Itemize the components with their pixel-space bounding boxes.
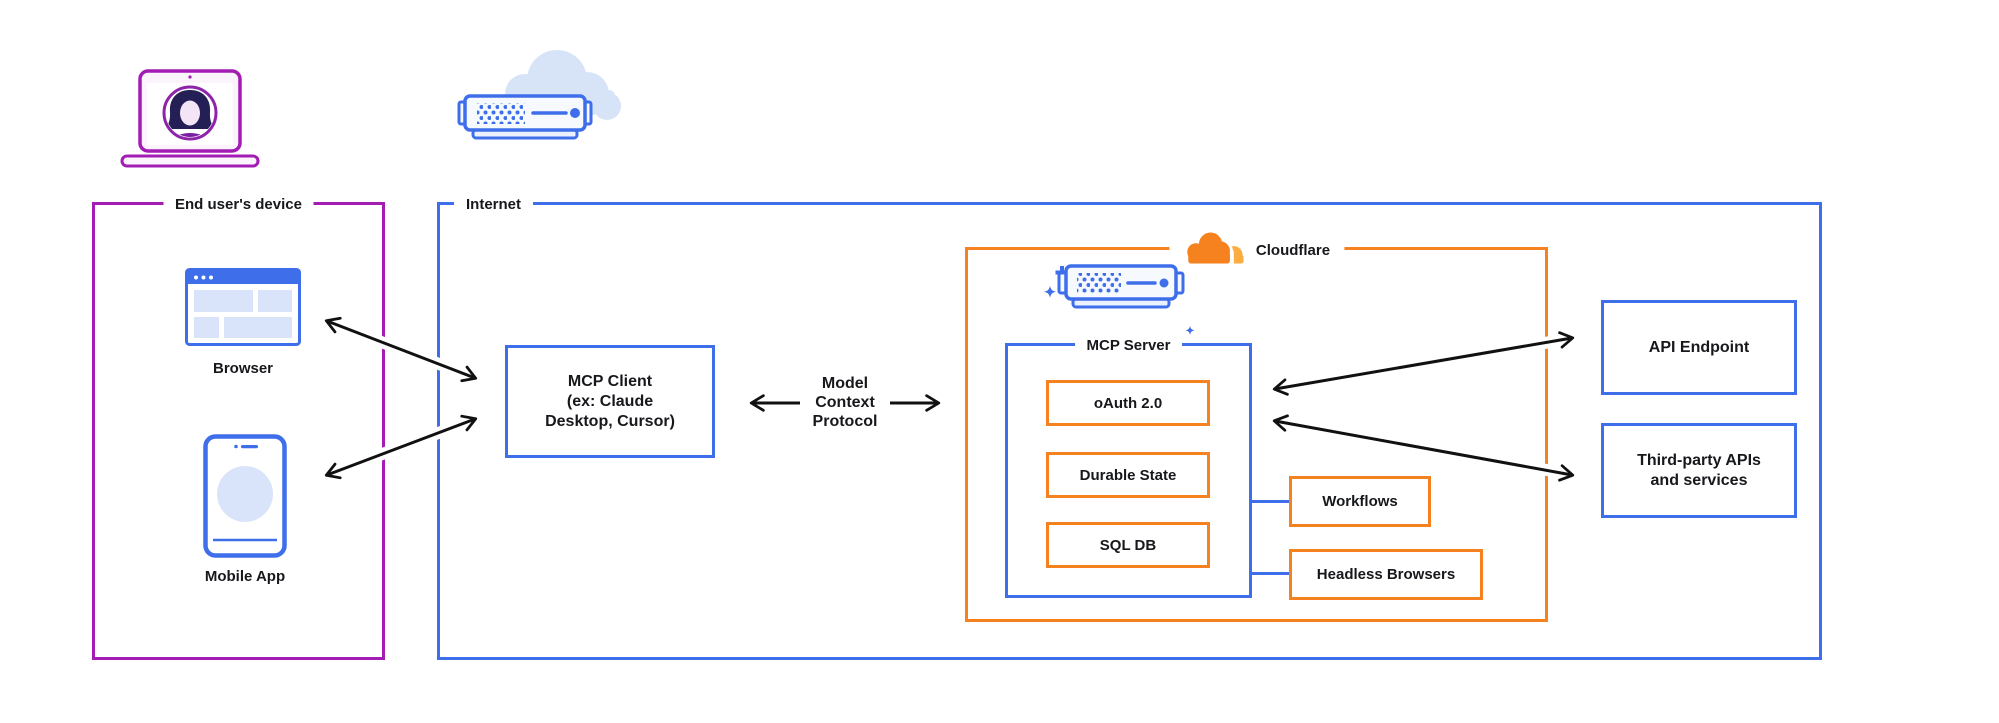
sql-db-label: SQL DB xyxy=(1099,536,1157,554)
api-endpoint-label: API Endpoint xyxy=(1648,338,1750,356)
node-third-party: Third-party APIs and services xyxy=(1601,423,1797,518)
cloud-server-icon xyxy=(435,44,645,156)
node-oauth: oAuth 2.0 xyxy=(1046,380,1210,426)
server-with-sparkles-icon xyxy=(1038,258,1208,344)
mobile-phone-icon xyxy=(203,434,287,558)
node-workflows: Workflows xyxy=(1289,476,1431,527)
group-label-internet: Internet xyxy=(454,194,534,215)
group-label-mcp-server: MCP Server xyxy=(1074,335,1183,356)
node-headless-browsers: Headless Browsers xyxy=(1289,549,1483,600)
cloudflare-header: Cloudflare xyxy=(1168,226,1345,274)
browser-label: Browser xyxy=(212,360,274,377)
node-sql-db: SQL DB xyxy=(1046,522,1210,568)
workflows-label: Workflows xyxy=(1322,493,1398,510)
connector-workflows xyxy=(1252,500,1289,503)
group-mcp-server: MCP Server xyxy=(1005,335,1252,598)
headless-browsers-label: Headless Browsers xyxy=(1316,566,1456,583)
mcp-client-line1: MCP Client xyxy=(567,372,653,390)
durable-state-label: Durable State xyxy=(1079,466,1177,484)
protocol-label: Model Context Protocol xyxy=(790,374,900,431)
node-api-endpoint: API Endpoint xyxy=(1601,300,1797,395)
connector-headless-browsers xyxy=(1252,572,1289,575)
laptop-with-user-avatar-icon xyxy=(115,68,265,172)
third-party-line2: and services xyxy=(1650,471,1748,489)
third-party-line1: Third-party APIs xyxy=(1637,451,1761,469)
oauth-label: oAuth 2.0 xyxy=(1093,394,1163,412)
mobile-app-label: Mobile App xyxy=(204,568,286,585)
cloudflare-cloud-logo-icon xyxy=(1182,229,1247,271)
mcp-client-line3: Desktop, Cursor) xyxy=(545,412,675,430)
browser-window-icon xyxy=(185,268,301,346)
mcp-client-line2: (ex: Claude xyxy=(566,392,654,410)
protocol-line2: Context xyxy=(815,394,875,411)
protocol-line3: Protocol xyxy=(812,413,878,430)
node-mcp-client: MCP Client (ex: Claude Desktop, Cursor) xyxy=(505,345,715,458)
group-label-cloudflare: Cloudflare xyxy=(1255,241,1331,259)
protocol-line1: Model xyxy=(821,375,869,392)
group-label-end-user-device: End user's device xyxy=(163,194,314,215)
node-durable-state: Durable State xyxy=(1046,452,1210,498)
